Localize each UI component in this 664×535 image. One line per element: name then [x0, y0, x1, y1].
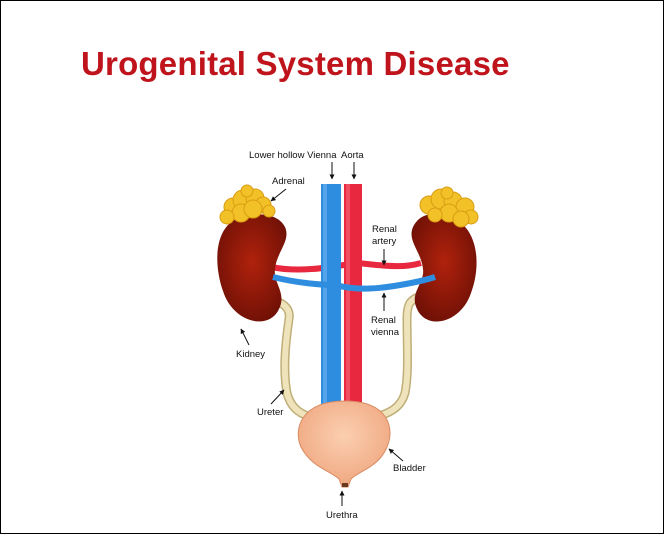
vena-cava-vessel	[321, 184, 341, 406]
label-urethra: Urethra	[326, 510, 358, 521]
label-adrenal: Adrenal	[272, 176, 305, 187]
label-bladder: Bladder	[393, 463, 426, 474]
label-kidney: Kidney	[236, 349, 265, 360]
arrow-ureter	[270, 389, 285, 405]
adrenal-right	[419, 186, 479, 228]
arrow-kidney	[240, 328, 250, 346]
kidney-left	[217, 214, 287, 322]
label-ureter: Ureter	[257, 407, 283, 418]
arrow-adrenal	[270, 188, 287, 202]
kidney-right	[411, 214, 477, 322]
label-renal-vienna-line1: Renal	[371, 315, 396, 326]
label-renal-artery-line1: Renal	[372, 224, 397, 235]
adrenal-left	[219, 184, 276, 225]
renal-vein	[272, 274, 436, 292]
arrow-bladder	[388, 448, 404, 462]
label-renal-artery-line2: artery	[372, 236, 397, 247]
label-aorta: Aorta	[341, 150, 364, 161]
aorta-vessel	[344, 184, 362, 406]
slide-title: Urogenital System Disease	[81, 45, 510, 82]
label-lower-hollow-vienna: Lower hollow Vienna	[249, 150, 337, 161]
pointer-arrows	[240, 162, 404, 506]
bladder	[297, 400, 391, 488]
label-renal-vienna-line2: vienna	[371, 327, 400, 338]
